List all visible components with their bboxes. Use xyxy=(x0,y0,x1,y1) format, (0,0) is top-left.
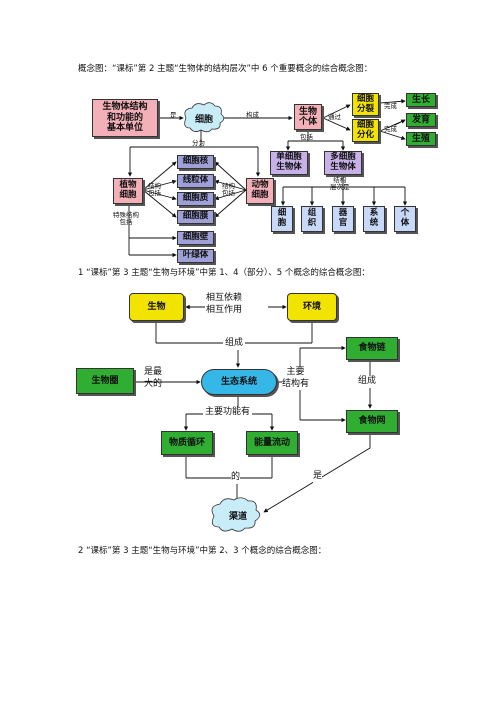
structure-includes-left: 结构 包括 xyxy=(148,182,161,198)
interdependence-label: 相互依赖 相互作用 xyxy=(206,293,243,315)
structure-includes-right: 结构 包括 xyxy=(222,182,235,198)
level-cell-box: 细 胞 xyxy=(271,206,293,232)
plant-cell-box: 植物 细胞 xyxy=(113,178,143,204)
organism-box: 生物 个体 xyxy=(294,104,322,130)
heading-map-2: 1 “课标”第 3 主题“生物与环境”中第 1、4（部分）、5 个概念的综合概念… xyxy=(78,268,370,278)
cell-differentiation-box: 细胞 分化 xyxy=(352,119,379,142)
level-individual-box: 个 体 xyxy=(394,206,416,232)
heading-map-3: 2 “课标”第 3 主题“生物与环境”中第 2、3 个概念的综合概念图： xyxy=(78,546,327,556)
environment-box: 环境 xyxy=(287,293,337,321)
main-structure-label: 主要 结构有 xyxy=(282,367,310,391)
organelle-membrane-box: 细胞膜 xyxy=(177,210,214,224)
of-label: 的 xyxy=(231,472,241,484)
food-web-box: 食物网 xyxy=(346,410,398,433)
animal-cell-box: 动物 细胞 xyxy=(246,178,274,204)
through-label: 通过 xyxy=(328,113,341,121)
complete-label-2: 完成 xyxy=(384,125,397,133)
special-structure-label: 特殊结构 包括 xyxy=(113,211,139,227)
level-tissue-box: 组 织 xyxy=(301,206,323,232)
level-system-box: 系 统 xyxy=(363,206,385,232)
chloroplast-box: 叶绿体 xyxy=(177,249,214,263)
basic-unit-box: 生物体结构 和功能的 基本单位 xyxy=(92,99,158,137)
unicellular-box: 单细胞 生物体 xyxy=(270,151,308,175)
cell-cloud-label: 细胞 xyxy=(194,115,213,125)
is-largest-label: 是最 大的 xyxy=(144,367,163,389)
level-organ-box: 器 官 xyxy=(332,206,354,232)
compose-label: 组成 xyxy=(223,338,246,350)
heading-map-1: 概念图：“课标”第 2 主题“生物体的结构层次”中 6 个重要概念的综合概念图： xyxy=(78,64,373,74)
reproduction-box: 生殖 xyxy=(406,132,436,146)
multicellular-box: 多细胞 生物体 xyxy=(324,151,362,175)
constitute-label: 构成 xyxy=(246,111,259,119)
organelle-cytoplasm-box: 细胞质 xyxy=(177,192,214,206)
is-label: 是 xyxy=(170,111,177,119)
organelle-mitochondria-box: 线粒体 xyxy=(177,174,214,188)
ecosystem-box: 生态系统 xyxy=(201,369,277,395)
energy-flow-box: 能量流动 xyxy=(246,431,298,455)
channel-cloud-label: 渠道 xyxy=(228,512,247,522)
organelle-nucleus-box: 细胞核 xyxy=(177,155,214,169)
main-function-label: 主要功能有 xyxy=(203,407,253,419)
cell-wall-box: 细胞壁 xyxy=(177,231,214,245)
complete-label-1: 完成 xyxy=(384,102,397,110)
structural-levels-label: 结构 层次是 xyxy=(330,176,350,192)
biosphere-box: 生物圈 xyxy=(76,368,134,394)
divided-into-label: 分为 xyxy=(192,139,205,147)
development-box: 发育 xyxy=(406,113,436,127)
material-cycle-box: 物质循环 xyxy=(161,431,213,455)
includes-label: 包括 xyxy=(300,133,313,141)
is-label-2: 是 xyxy=(313,471,323,483)
food-chain-box: 食物链 xyxy=(346,337,398,360)
growth-box: 生长 xyxy=(406,93,436,107)
organism-box-2: 生物 xyxy=(129,293,184,321)
compose-label-2: 组成 xyxy=(358,376,377,388)
cell-division-box: 细胞 分裂 xyxy=(352,93,379,116)
